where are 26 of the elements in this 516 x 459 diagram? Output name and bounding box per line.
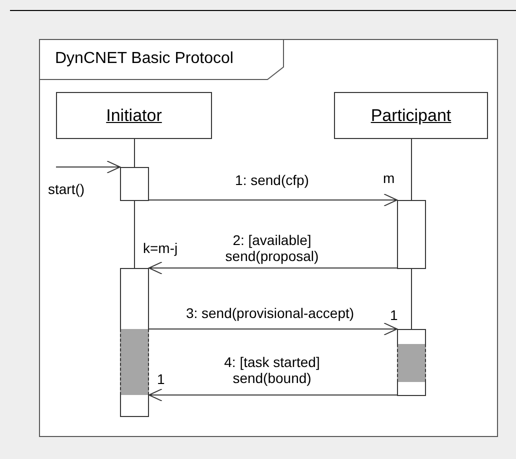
multiplicity-label: m <box>383 170 395 186</box>
message-label: 2: [available] send(proposal) <box>224 232 320 264</box>
message-arrow <box>148 194 398 206</box>
message-label: 3: send(provisional-accept) <box>184 305 356 321</box>
message-arrow <box>148 322 398 336</box>
lifeline-head-box: Participant <box>334 92 488 139</box>
message-arrow <box>148 388 398 402</box>
message-arrow <box>56 160 120 174</box>
activation-bar <box>120 167 149 201</box>
lifeline <box>134 200 135 268</box>
message-arrow <box>148 262 398 274</box>
activation-bar <box>120 268 149 417</box>
multiplicity-label: k=m-j <box>143 240 178 256</box>
message-label: 4: [task started] send(bound) <box>223 354 321 386</box>
frame-box <box>39 39 498 437</box>
lifeline-head-box: Initiator <box>56 92 212 139</box>
multiplicity-label: 1 <box>157 371 165 387</box>
lifeline <box>134 138 135 168</box>
message-label: 1: send(cfp) <box>234 172 310 188</box>
frame-title: DynCNET Basic Protocol <box>55 50 234 68</box>
activation-bar <box>397 329 426 396</box>
lifeline <box>411 268 412 330</box>
message-label: start() <box>48 181 85 197</box>
activation-bar <box>397 200 426 269</box>
lifeline <box>411 138 412 200</box>
multiplicity-label: 1 <box>390 307 398 323</box>
